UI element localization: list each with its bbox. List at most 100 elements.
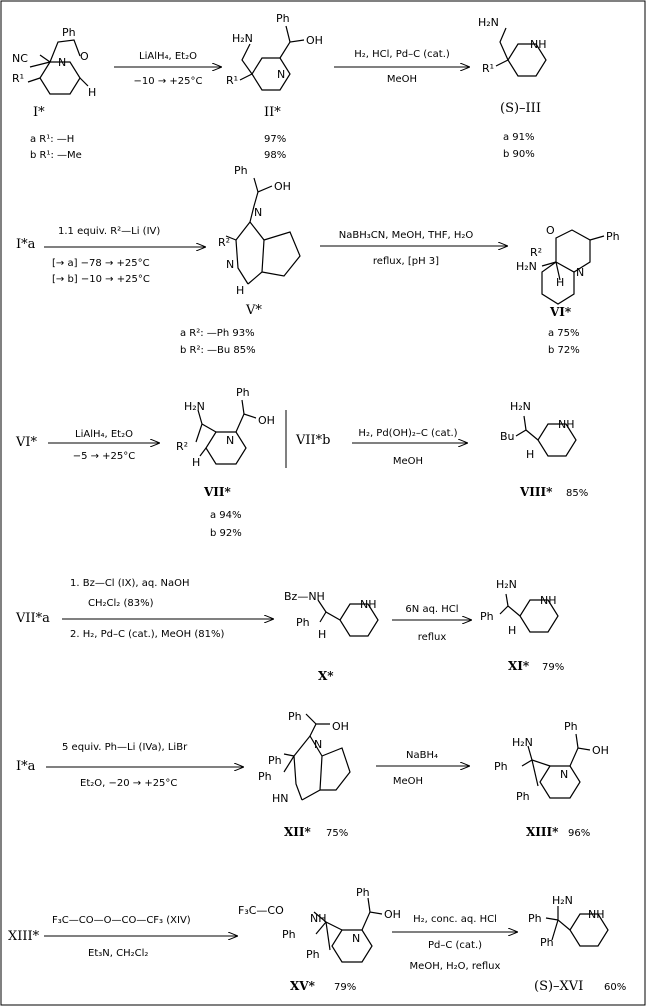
- atom-oh: OH: [258, 414, 275, 427]
- substituent-a: a R¹: —H: [30, 134, 74, 145]
- reagent-above: H₂, Pd(OH)₂–C (cat.): [358, 428, 457, 439]
- reagent-above: H₂, conc. aq. HCl: [413, 914, 497, 925]
- row-4: VII*a 1. Bz—Cl (IX), aq. NaOH CH₂Cl₂ (83…: [15, 578, 564, 683]
- structure-XVI: H₂N NH Ph Ph: [528, 894, 609, 949]
- atom-n: N: [576, 266, 584, 279]
- structure-X: Bz—NH NH Ph H: [284, 590, 379, 641]
- atom-oh: OH: [274, 180, 291, 193]
- atom-nh: NH: [540, 594, 557, 607]
- atom-ph: Ph: [540, 936, 554, 949]
- condition-below: Et₂O, −20 → +25°C: [80, 778, 177, 789]
- atom-nh: NH: [558, 418, 575, 431]
- yield: 60%: [604, 982, 626, 993]
- atom-n: N: [226, 258, 234, 271]
- atom-bu: Bu: [500, 430, 515, 443]
- atom-ph: Ph: [236, 386, 250, 399]
- condition-below: −5 → +25°C: [73, 451, 136, 462]
- atom-h2n: H₂N: [512, 736, 533, 749]
- atom-h2n: H₂N: [478, 16, 499, 29]
- reagent-above: 6N aq. HCl: [405, 604, 458, 615]
- atom-n: N: [352, 932, 360, 945]
- compound-label: VII*: [203, 485, 232, 499]
- yield-b: 98%: [264, 150, 286, 161]
- atom-h2n: H₂N: [496, 578, 517, 591]
- compound-label: VII*b: [295, 433, 330, 448]
- structure-VI: O Ph R² N H₂N H: [516, 224, 620, 305]
- atom-nh: NH: [360, 598, 377, 611]
- atom-bznh: Bz—NH: [284, 590, 325, 603]
- atom-ph: Ph: [528, 912, 542, 925]
- atom-ph: Ph: [564, 720, 578, 733]
- reaction-arrow: 6N aq. HCl reflux: [392, 604, 472, 643]
- reaction-arrow: H₂, Pd(OH)₂–C (cat.) MeOH: [352, 428, 468, 467]
- atom-h2n: H₂N: [552, 894, 573, 907]
- yield-b: b 72%: [548, 345, 580, 356]
- yield-b: b 92%: [210, 528, 242, 539]
- atom-n: N: [314, 738, 322, 751]
- reagent-above: NaBH₃CN, MeOH, THF, H₂O: [339, 230, 474, 241]
- row-6: XIII* F₃C—CO—O—CO—CF₃ (XIV) Et₃N, CH₂Cl₂…: [8, 886, 626, 994]
- atom-ph: Ph: [268, 754, 282, 767]
- compound-label: I*a: [16, 237, 36, 252]
- atom-nh: NH: [588, 908, 605, 921]
- atom-h: H: [556, 276, 564, 289]
- atom-ph: Ph: [296, 616, 310, 629]
- condition-below: [→ b] −10 → +25°C: [52, 274, 150, 285]
- atom-nh: NH: [310, 912, 327, 925]
- atom-ph: Ph: [480, 610, 494, 623]
- reaction-arrow: F₃C—CO—O—CO—CF₃ (XIV) Et₃N, CH₂Cl₂: [44, 915, 238, 959]
- compound-label: VIII*: [519, 485, 553, 499]
- compound-label: VI*: [549, 305, 572, 319]
- atom-ph: Ph: [62, 26, 76, 39]
- atom-o: O: [546, 224, 555, 237]
- row-5: I*a 5 equiv. Ph—Li (IVa), LiBr Et₂O, −20…: [16, 710, 609, 839]
- atom-ph: Ph: [282, 928, 296, 941]
- reaction-arrow: LiAlH₄, Et₂O −10 → +25°C: [114, 51, 222, 87]
- atom-r1: R¹: [12, 72, 24, 85]
- atom-hn: HN: [272, 792, 289, 805]
- atom-ph: Ph: [234, 164, 248, 177]
- compound-label: XV*: [290, 979, 316, 993]
- reagent-above: LiAlH₄, Et₂O: [139, 51, 197, 62]
- atom-h: H: [508, 624, 516, 637]
- compound-label: XI*: [508, 659, 530, 673]
- atom-n: N: [226, 434, 234, 447]
- atom-h: H: [526, 448, 534, 461]
- atom-h: H: [192, 456, 200, 469]
- atom-ph: Ph: [288, 710, 302, 723]
- substituent-b: b R¹: —Me: [30, 150, 82, 161]
- structure-XI: H₂N NH Ph H: [480, 578, 559, 637]
- condition-below: reflux: [418, 632, 447, 643]
- atom-ph: Ph: [606, 230, 620, 243]
- condition-below: MeOH: [387, 74, 417, 85]
- atom-oh: OH: [332, 720, 349, 733]
- compound-label: (S)–XVI: [534, 979, 583, 994]
- reaction-arrow: 5 equiv. Ph—Li (IVa), LiBr Et₂O, −20 → +…: [46, 742, 244, 789]
- atom-oh: OH: [384, 908, 401, 921]
- structure-II: Ph OH H₂N N R¹: [226, 12, 323, 91]
- reagent-above: NaBH₄: [406, 750, 438, 761]
- atom-oh: OH: [306, 34, 323, 47]
- condition-below: Pd–C (cat.): [428, 940, 482, 951]
- reaction-arrow: H₂, HCl, Pd–C (cat.) MeOH: [334, 49, 470, 85]
- atom-n: N: [277, 68, 285, 81]
- structure-I: Ph O N H NC R¹: [12, 26, 96, 99]
- yield-a: a 91%: [503, 132, 535, 143]
- atom-h2n: H₂N: [184, 400, 205, 413]
- reagent-above: 1.1 equiv. R²—Li (IV): [58, 226, 160, 237]
- reagent-above: H₂, HCl, Pd–C (cat.): [354, 49, 450, 60]
- compound-label: I*: [33, 105, 45, 120]
- atom-nh: NH: [530, 38, 547, 51]
- row-3: VI* LiAlH₄, Et₂O −5 → +25°C Ph OH H₂N N …: [15, 386, 588, 539]
- atom-h2n: H₂N: [232, 32, 253, 45]
- condition-below: MeOH: [393, 776, 423, 787]
- structure-III: H₂N NH R¹: [478, 16, 547, 77]
- compound-label: XIII*: [8, 929, 40, 944]
- compound-label: I*a: [16, 759, 36, 774]
- structure-VIII: H₂N NH Bu H: [500, 400, 577, 461]
- reaction-arrow: H₂, conc. aq. HCl Pd–C (cat.) MeOH, H₂O,…: [392, 914, 518, 972]
- atom-r1: R¹: [482, 62, 494, 75]
- yield-a: a 75%: [548, 328, 580, 339]
- atom-h: H: [236, 284, 244, 297]
